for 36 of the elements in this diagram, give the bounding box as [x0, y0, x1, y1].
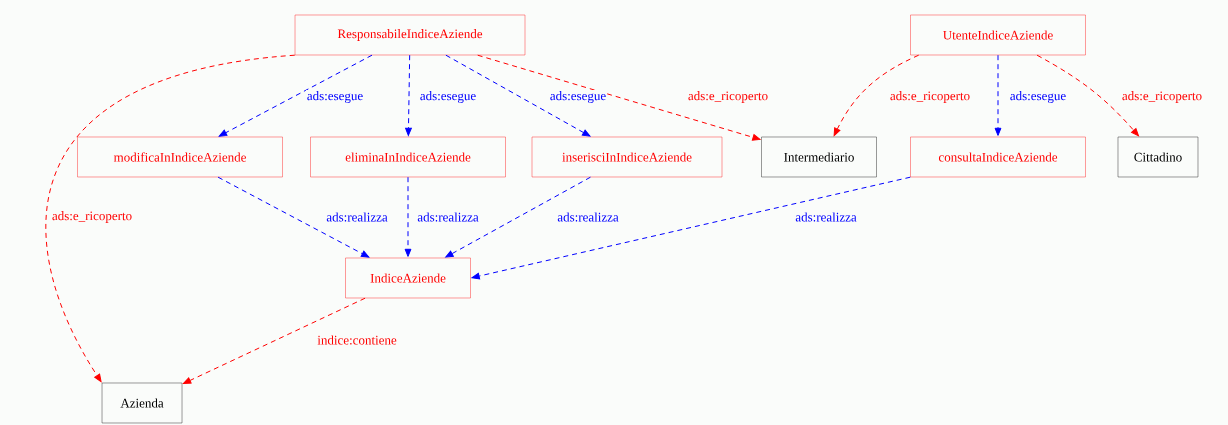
class-box: consultaIndiceAziende [910, 136, 1086, 178]
arrow [1036, 54, 1139, 137]
edge-label: ads:e_ricoperto [1120, 90, 1204, 104]
edge-label: ads:e_ricoperto [686, 90, 770, 104]
edge-label: ads:esegue [418, 90, 478, 104]
arrow [471, 176, 911, 280]
class-box: inserisciInIndiceAziende [531, 136, 723, 178]
class-box: IndiceAziende [345, 257, 471, 299]
arrow [445, 176, 591, 258]
edge-label: ads:e_ricoperto [888, 90, 972, 104]
class-box: eliminaInIndiceAziende [310, 136, 506, 178]
entity-box: Azienda [101, 382, 183, 424]
arrow [994, 54, 1002, 136]
edge-label: ads:realizza [556, 211, 620, 223]
entity-box: Cittadino [1117, 136, 1199, 178]
edge-label: ads:e_ricoperto [50, 210, 134, 224]
arrow [404, 176, 412, 257]
edge-label: ads:realizza [416, 211, 480, 223]
arrow [405, 54, 412, 136]
arrow [218, 54, 373, 137]
arrow [833, 54, 920, 137]
edge-label: indice:contiene [316, 334, 398, 346]
arrow [445, 54, 591, 137]
edge-label: ads:esegue [305, 90, 365, 104]
edge-label: ads:realizza [794, 211, 858, 223]
edge-label: ads:esegue [1008, 90, 1068, 104]
arrow [477, 54, 761, 141]
edge-label: ads:esegue [548, 90, 608, 104]
class-box: UtenteIndiceAziende [910, 14, 1086, 56]
class-box: ResponsabileIndiceAziende [294, 14, 526, 56]
edge-label: ads:realizza [325, 211, 389, 223]
arrow [182, 297, 366, 385]
class-box: modificaInIndiceAziende [77, 136, 283, 178]
arrow [217, 176, 370, 258]
entity-box: Intermediario [761, 136, 877, 178]
arrow [45, 54, 296, 383]
